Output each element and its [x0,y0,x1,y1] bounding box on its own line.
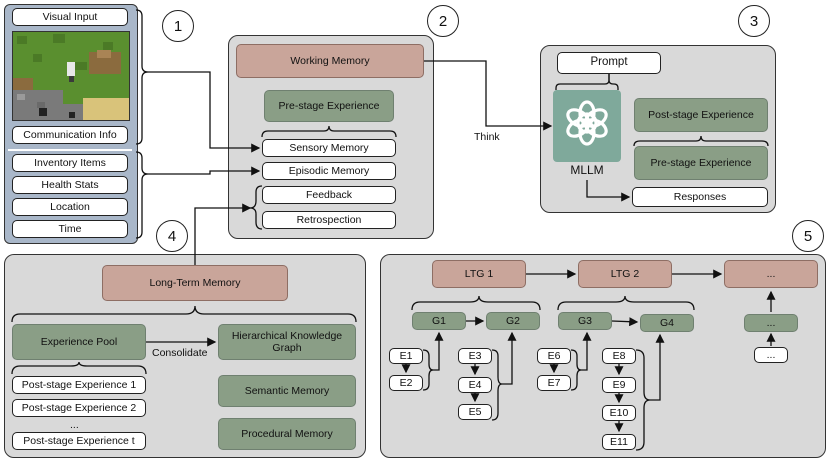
working-memory-box: Working Memory [236,44,424,78]
e2-box: E2 [389,375,423,391]
post-stage-experience-box: Post-stage Experience [634,98,768,132]
openai-logo-icon [560,96,614,150]
prompt-box: Prompt [557,52,661,74]
g4-box: G4 [640,314,694,332]
episodic-memory-box: Episodic Memory [262,162,396,180]
g1-box: G1 [412,312,466,330]
g-more-box: ... [744,314,798,332]
mllm-label: MLLM [570,163,604,177]
consolidate-label: Consolidate [152,347,208,359]
e10-box: E10 [602,405,636,421]
health-stats-label: Health Stats [12,176,128,194]
semantic-memory-box: Semantic Memory [218,375,356,407]
e5-box: E5 [458,404,492,420]
marker-2: 2 [427,5,459,37]
marker-5: 5 [792,220,824,252]
procedural-memory-box: Procedural Memory [218,418,356,450]
inventory-items-label: Inventory Items [12,154,128,172]
e3-box: E3 [458,348,492,364]
hierarchical-knowledge-graph-box: Hierarchical Knowledge Graph [218,324,356,360]
marker-1: 1 [162,10,194,42]
time-label: Time [12,220,128,238]
g2-box: G2 [486,312,540,330]
e11-box: E11 [602,434,636,450]
communication-info-label: Communication Info [12,126,128,144]
pre-stage-experience-box: Pre-stage Experience [264,90,394,122]
e6-box: E6 [537,348,571,364]
game-screenshot-image [12,31,130,121]
e9-box: E9 [602,377,636,393]
post-stage-experience-2: Post-stage Experience 2 [12,399,146,417]
marker-4: 4 [156,220,188,252]
experience-pool-box: Experience Pool [12,324,146,360]
ltg2-box: LTG 2 [578,260,672,288]
e8-box: E8 [602,348,636,364]
pre-stage-experience-box-3: Pre-stage Experience [634,146,768,180]
think-label: Think [474,131,500,143]
marker-3: 3 [738,5,770,37]
feedback-box: Feedback [262,186,396,204]
e1-box: E1 [389,348,423,364]
e-more-box: ... [754,347,788,363]
post-stage-experience-t: Post-stage Experience t [12,432,146,450]
responses-box: Responses [632,187,768,207]
location-label: Location [12,198,128,216]
visual-input-label: Visual Input [12,8,128,26]
ltg1-box: LTG 1 [432,260,526,288]
ltg-more-box: ... [724,260,818,288]
sensory-memory-box: Sensory Memory [262,139,396,157]
g3-box: G3 [558,312,612,330]
e7-box: E7 [537,375,571,391]
divider [8,149,132,151]
e4-box: E4 [458,377,492,393]
retrospection-box: Retrospection [262,211,396,229]
long-term-memory-box: Long-Term Memory [102,265,288,301]
post-stage-experience-1: Post-stage Experience 1 [12,376,146,394]
ellipsis-label: ... [70,419,79,431]
